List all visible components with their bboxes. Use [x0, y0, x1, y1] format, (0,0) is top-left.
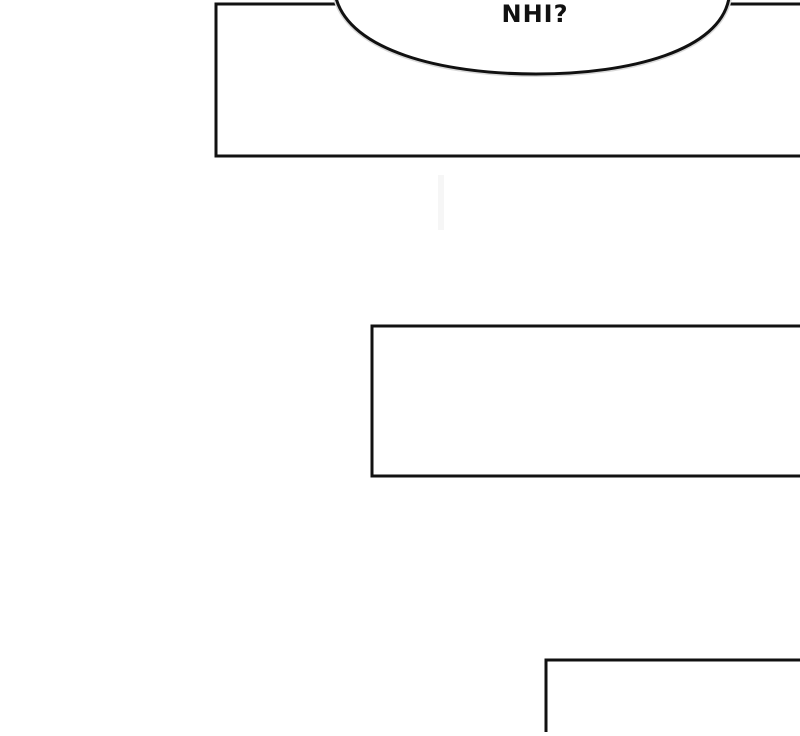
paper-smudge — [438, 175, 444, 230]
panel-bottom-frame — [544, 658, 800, 732]
speech-bubble-text: NHI? — [501, 0, 569, 28]
panel-top-frame — [214, 2, 800, 158]
panel-middle-frame — [370, 324, 800, 478]
speech-bubble — [335, 0, 731, 76]
